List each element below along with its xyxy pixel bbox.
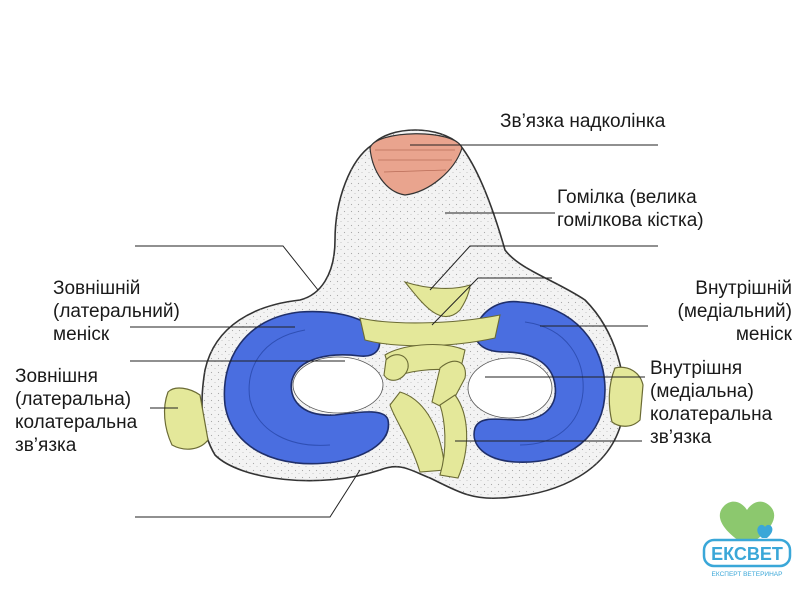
logo-tagline: ЕКСПЕРТ ВЕТЕРИНАР <box>712 571 783 578</box>
label-tibia-line1: Гомілка (велика <box>557 186 704 209</box>
label-lateral-collateral-line3: колатеральна <box>15 411 137 434</box>
label-medial-collateral-line3: колатеральна <box>650 403 772 426</box>
label-lateral-collateral-line1: Зовнішня <box>15 365 137 388</box>
label-lateral-meniscus-line1: Зовнішній <box>53 277 180 300</box>
label-tibia-line2: гомілкова кістка) <box>557 209 704 232</box>
medial-articular-surface <box>468 358 552 418</box>
label-medial-collateral-line4: зв’язка <box>650 426 772 449</box>
label-lateral-meniscus-line2: (латеральний) <box>53 300 180 323</box>
medial-collateral-ligament <box>609 367 643 426</box>
label-lateral-meniscus-line3: меніск <box>53 323 180 346</box>
label-medial-meniscus-line3: меніск <box>678 323 792 346</box>
label-medial-meniscus-line1: Внутрішній <box>678 277 792 300</box>
label-patellar-ligament: Зв’язка надколінка <box>500 110 665 133</box>
label-tibia: Гомілка (велика гомілкова кістка) <box>557 186 704 232</box>
label-medial-collateral: Внутрішня (медіальна) колатеральна зв’яз… <box>650 357 772 449</box>
label-lateral-collateral: Зовнішня (латеральна) колатеральна зв’яз… <box>15 365 137 457</box>
label-medial-meniscus: Внутрішній (медіальний) меніск <box>678 277 792 346</box>
heart-icon: ЕКСВЕТ ЕКСПЕРТ ВЕТЕРИНАР <box>702 496 792 590</box>
lateral-articular-surface <box>293 357 383 413</box>
label-medial-meniscus-line2: (медіальний) <box>678 300 792 323</box>
logo-name: ЕКСВЕТ <box>711 544 783 564</box>
label-lateral-collateral-line2: (латеральна) <box>15 388 137 411</box>
brand-logo: ЕКСВЕТ ЕКСПЕРТ ВЕТЕРИНАР <box>702 496 792 590</box>
label-lateral-collateral-line4: зв’язка <box>15 434 137 457</box>
label-lateral-meniscus: Зовнішній (латеральний) меніск <box>53 277 180 346</box>
label-medial-collateral-line2: (медіальна) <box>650 380 772 403</box>
label-patellar-ligament-text: Зв’язка надколінка <box>500 110 665 133</box>
label-medial-collateral-line1: Внутрішня <box>650 357 772 380</box>
